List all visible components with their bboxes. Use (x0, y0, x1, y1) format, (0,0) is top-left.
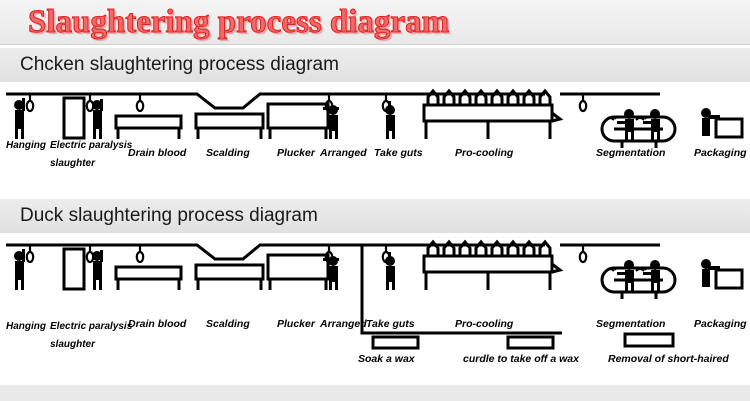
label-packaging: Packaging (694, 147, 747, 159)
label-drain-blood: Drain blood (128, 147, 187, 159)
label-pro-cooling: Pro-cooling (455, 147, 514, 159)
worker-slaughter (92, 99, 103, 139)
label-slaughter: slaughter (50, 339, 96, 350)
page-title: Slaughtering process diagram (27, 4, 450, 41)
worker-arranged (323, 256, 339, 290)
label-curdle-to-take-off-wax: curdle to take off a wax (463, 353, 579, 365)
label-electric-paralysis: Electric paralysis (50, 321, 133, 332)
label-arranged: Arranged (320, 318, 367, 330)
label-soak-a-wax: Soak a wax (358, 353, 415, 365)
worker-slaughter (92, 250, 103, 290)
label-scalding: Scalding (206, 147, 250, 159)
removal-short-haired-box (623, 332, 675, 348)
pro-cooling-tank (422, 88, 564, 139)
soak-a-wax-box (371, 335, 420, 350)
worker-hanging (14, 98, 25, 139)
worker-hanging (14, 249, 25, 290)
chicken-process-diagram: Hanging Electric paralysis slaughter Dra… (0, 82, 750, 197)
label-arranged: Arranged (320, 147, 367, 159)
worker-take-guts (385, 101, 395, 139)
section-title-chicken: Chcken slaughtering process diagram (20, 54, 339, 75)
label-take-guts: Take guts (374, 147, 423, 159)
worker-arranged (323, 105, 339, 139)
duck-process-diagram: Hanging Electric paralysis slaughter Dra… (0, 233, 750, 385)
section-title-duck: Duck slaughtering process diagram (20, 205, 318, 226)
drain-blood-trough (114, 114, 183, 139)
plucker-machine (266, 253, 330, 290)
label-drain-blood: Drain blood (128, 318, 187, 330)
electric-paralysis-cabinet (62, 247, 86, 291)
footer-band (0, 385, 750, 401)
label-pro-cooling: Pro-cooling (455, 318, 514, 330)
label-electric-paralysis: Electric paralysis (50, 140, 133, 151)
worker-take-guts (385, 252, 395, 290)
label-packaging: Packaging (694, 318, 747, 330)
label-scalding: Scalding (206, 318, 250, 330)
electric-paralysis-cabinet (62, 96, 86, 140)
section-header-chicken: Chcken slaughtering process diagram (0, 48, 750, 82)
label-segmentation: Segmentation (596, 318, 666, 330)
segmentation-conveyor (600, 260, 677, 299)
label-hanging: Hanging (6, 140, 46, 151)
packaging-station (701, 108, 744, 139)
label-plucker: Plucker (277, 318, 315, 330)
title-band: Slaughtering process diagram (0, 0, 750, 45)
label-removal-of-short-haired: Removal of short-haired (608, 353, 729, 365)
scalding-tank (194, 263, 265, 290)
label-take-guts: Take guts (366, 318, 415, 330)
curdle-wax-box (506, 335, 555, 350)
label-segmentation: Segmentation (596, 147, 666, 159)
plucker-machine (266, 102, 330, 139)
label-slaughter: slaughter (50, 158, 96, 169)
segmentation-conveyor (600, 109, 677, 148)
label-plucker: Plucker (277, 147, 315, 159)
chicken-diagram-svg (6, 88, 744, 148)
pro-cooling-tank (422, 239, 564, 290)
duck-diagram-svg (6, 239, 744, 350)
label-hanging: Hanging (6, 321, 46, 332)
section-header-duck: Duck slaughtering process diagram (0, 199, 750, 233)
scalding-tank (194, 112, 265, 139)
drain-blood-trough (114, 265, 183, 290)
packaging-station (701, 259, 744, 290)
